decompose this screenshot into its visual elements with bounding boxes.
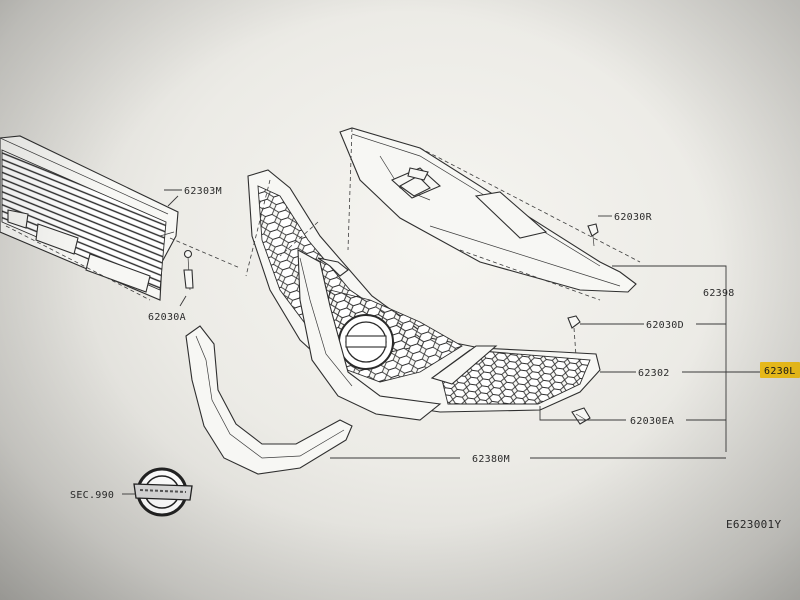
part-label-62380m: 62380M (472, 454, 510, 465)
part-label-62302: 62302 (638, 368, 670, 379)
part-label-6230l: 6230L (764, 366, 796, 377)
part-label-62030a: 62030A (148, 312, 186, 323)
drawing-code: E623001Y (726, 518, 781, 531)
clip-62030ea (571, 407, 591, 425)
highlight-marker (760, 362, 800, 378)
part-label-62030ea: 62030EA (630, 416, 674, 427)
front-grille-part (245, 169, 601, 421)
part-label-62030r: 62030R (614, 212, 653, 223)
upper-cover-part (339, 127, 641, 301)
part-label-62398: 62398 (703, 288, 735, 299)
clip-62030r (587, 223, 599, 247)
emblem-sec990 (133, 467, 193, 517)
part-label-62030d: 62030D (646, 320, 684, 331)
part-label-sec990: SEC.990 (70, 490, 114, 501)
screw-62030a (183, 249, 194, 291)
clip-62030d (567, 315, 581, 357)
lower-grille-part (0, 135, 241, 301)
moulding-strip-part (185, 325, 353, 475)
leader-lines (122, 189, 760, 495)
part-label-62303m: 62303M (184, 186, 222, 197)
